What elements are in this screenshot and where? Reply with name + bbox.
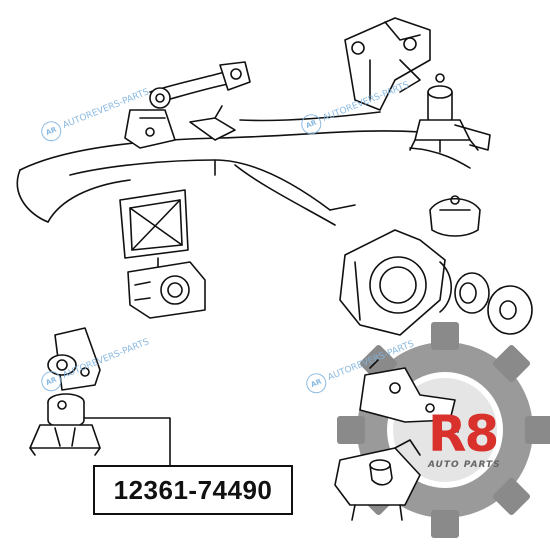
torque-rod-icon	[149, 61, 251, 109]
lower-mount-icon	[334, 439, 421, 521]
center-mount-housing-icon	[127, 261, 206, 319]
lower-right-bracket-icon	[359, 359, 459, 436]
leader-line	[83, 417, 171, 466]
logo-tagline: AUTO PARTS	[428, 460, 501, 470]
part-number-box: 12361-74490	[93, 465, 293, 515]
upper-right-bracket-icon	[344, 17, 431, 111]
transmission-housing-icon	[339, 229, 452, 336]
cap-icon	[429, 195, 481, 237]
left-bracket-icon	[47, 327, 101, 391]
center-frame-icon	[119, 189, 189, 271]
engine-outline-icon	[16, 111, 471, 226]
part-number: 12361-74490	[113, 474, 273, 505]
round-insulator-icon	[454, 272, 533, 335]
engine-mount-insulator-icon	[29, 393, 101, 456]
right-insulator-icon	[409, 73, 491, 153]
logo-mark: R8	[428, 405, 499, 463]
upper-left-bracket-icon	[124, 105, 236, 149]
